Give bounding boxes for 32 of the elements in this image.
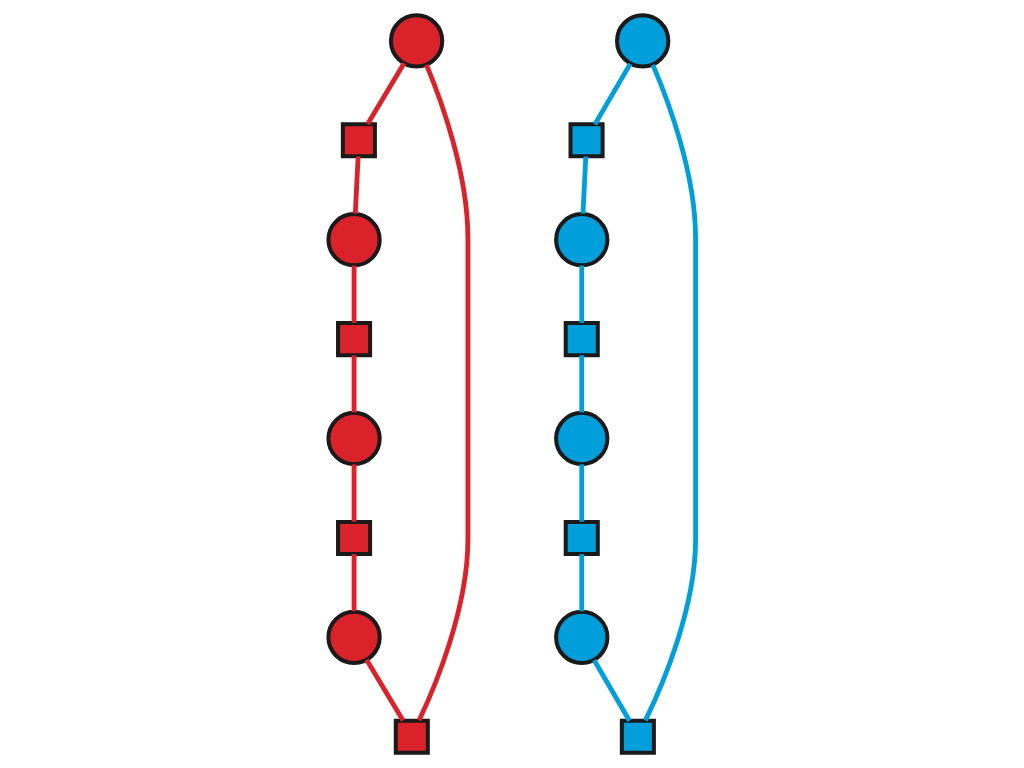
connector [351, 355, 357, 413]
connector [351, 464, 357, 522]
node-circle [554, 609, 610, 665]
connector [643, 63, 698, 722]
node-box [619, 718, 656, 755]
connector [351, 554, 357, 612]
node-circle [326, 609, 382, 665]
node-circle [326, 410, 382, 467]
connector [365, 62, 407, 126]
node-box [568, 122, 605, 159]
connector [416, 63, 471, 722]
node-circle [554, 212, 610, 268]
connector [351, 265, 357, 323]
connector [579, 464, 585, 522]
node-box [563, 321, 600, 358]
node-box [336, 321, 373, 358]
connector [592, 62, 633, 126]
connector [352, 156, 361, 214]
node-circle [388, 13, 445, 69]
node-circle [615, 13, 671, 69]
connector [364, 658, 406, 722]
connector [592, 659, 632, 722]
node-box [336, 519, 373, 556]
node-box [340, 122, 377, 159]
connector [580, 156, 589, 214]
node-box [563, 519, 600, 556]
node-circle [326, 212, 382, 268]
node-circle [554, 410, 610, 467]
node-box [393, 718, 430, 755]
connector [579, 355, 585, 413]
connector [579, 554, 585, 612]
connector [579, 265, 585, 323]
